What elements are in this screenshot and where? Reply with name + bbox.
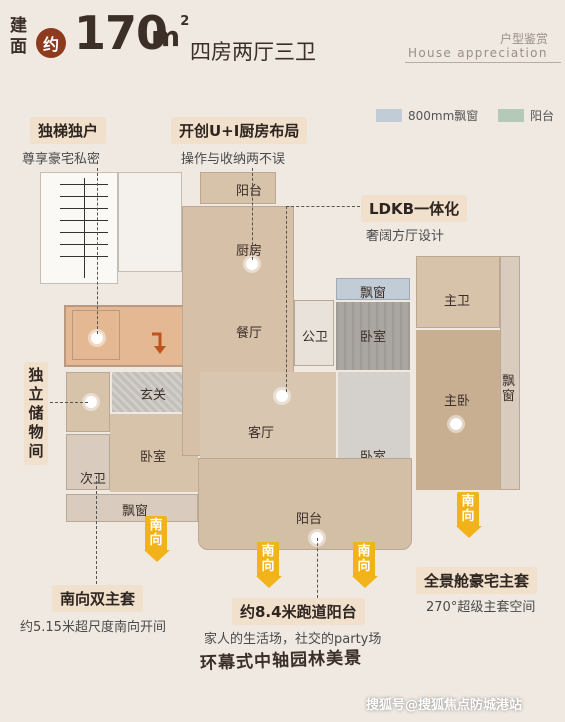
south-arrow-label: 南向: [257, 542, 279, 576]
bedroom-mid: [336, 302, 410, 370]
room-label-bedroom-mid: 卧室: [360, 330, 387, 345]
header-rule: [405, 62, 561, 63]
south-arrow: 南向: [144, 516, 170, 562]
master-bath: [416, 256, 500, 328]
living-dot-marker: [276, 390, 288, 402]
elevator-lobby: [64, 305, 198, 367]
bay-window-1: [336, 278, 410, 300]
legend-label-bay-window: 800mm飘窗: [408, 109, 479, 123]
elevator-dot-marker: [91, 332, 103, 344]
secondary-bath: [66, 434, 110, 490]
arrow-head-icon: [144, 550, 170, 562]
south-arrow: 南向: [256, 542, 282, 588]
room-label-bay-window-2: 飘窗: [122, 504, 149, 519]
callout-elevator-sub: 尊享豪宅私密: [22, 152, 101, 167]
area-unit-sup: 2: [180, 14, 190, 29]
callout-ldkb-sub: 奢阔方厅设计: [366, 229, 445, 244]
kitchen-dot-marker: [246, 258, 258, 270]
room-label-bedroom-left: 卧室: [140, 450, 167, 465]
south-arrow: 南向: [456, 492, 482, 538]
callout-kitchen-title: 开创U+I厨房布局: [171, 117, 308, 144]
section-tag-en: House appreciation: [408, 46, 548, 60]
elevator-box: [72, 310, 120, 360]
area-unit: m2: [151, 14, 189, 53]
room-label-master-bath: 主卫: [444, 294, 471, 309]
living-room: [200, 372, 336, 468]
leader-line: [96, 476, 97, 584]
balcony-bottom: [198, 458, 412, 550]
leader-line: [286, 206, 360, 207]
legend-swatch-balcony: [498, 109, 524, 122]
leader-line: [50, 402, 88, 403]
callout-suite-sub: 约5.15米超尺度南向开间: [20, 620, 166, 635]
stair-rail: [84, 178, 85, 278]
south-arrow-label: 南向: [145, 516, 167, 550]
area-unit-m: m: [151, 20, 181, 53]
entry-arrow-icon: [150, 332, 170, 356]
legend-label-balcony: 阳台: [530, 109, 555, 123]
stair-core: [40, 172, 118, 284]
leader-line: [97, 168, 98, 334]
leader-line: [286, 206, 287, 392]
room-label-kitchen: 厨房: [236, 244, 263, 259]
room-label-balcony-bottom: 阳台: [296, 512, 323, 527]
master-dot-marker: [450, 418, 462, 430]
arrow-head-icon: [456, 526, 482, 538]
bay-window-right: [500, 256, 520, 490]
arrow-head-icon: [256, 576, 282, 588]
room-label-master-bedroom: 主卧: [444, 394, 471, 409]
room-label-living: 客厅: [248, 426, 275, 441]
bay-window-2: [66, 494, 198, 522]
area-number: 170: [74, 6, 168, 60]
room-label-bay-window-right: 飘窗: [502, 374, 516, 404]
legend-swatch-bay-window: [376, 109, 402, 122]
south-arrow-label: 南向: [353, 542, 375, 576]
room-label-dining: 餐厅: [236, 326, 263, 341]
watermark: 搜狐号@搜狐焦点防城港站: [366, 698, 523, 713]
build-area-label: 建面: [10, 16, 27, 57]
leader-line: [252, 168, 253, 260]
arrow-head-icon: [352, 576, 378, 588]
callout-elevator-title: 独梯独户: [30, 117, 107, 144]
room-label-secondary-bath: 次卫: [80, 472, 107, 487]
callout-storage-title: 独立储物间: [24, 362, 48, 465]
public-bath: [294, 300, 334, 366]
callout-suite-title: 南向双主套: [52, 585, 144, 612]
room-label-foyer: 玄关: [140, 388, 167, 403]
section-tag-cn: 户型鉴赏: [500, 32, 549, 46]
room-label-balcony-top: 阳台: [236, 184, 263, 199]
leader-line: [317, 538, 318, 598]
layout-title: 四房两厅三卫: [190, 40, 316, 64]
callout-ldkb-title: LDKB一体化: [361, 195, 468, 222]
master-bedroom: [416, 330, 500, 490]
callout-balcony-sub: 家人的生活场，社交的party场: [204, 632, 382, 647]
callout-master-title: 全景舱豪宅主套: [416, 567, 538, 594]
room-label-public-bath: 公卫: [302, 330, 329, 345]
balcony-top: [200, 172, 276, 204]
callout-master-sub: 270°超级主套空间: [426, 600, 536, 615]
south-arrow: 南向: [352, 542, 378, 588]
south-arrow-label: 南向: [457, 492, 479, 526]
callout-balcony-title: 约8.4米跑道阳台: [232, 598, 365, 625]
shaft: [118, 172, 182, 272]
callout-kitchen-sub: 操作与收纳两不误: [181, 152, 286, 167]
room-label-bay-window-1: 飘窗: [360, 286, 387, 301]
approx-badge: 约: [36, 28, 66, 58]
storage-dot-marker: [85, 396, 97, 408]
